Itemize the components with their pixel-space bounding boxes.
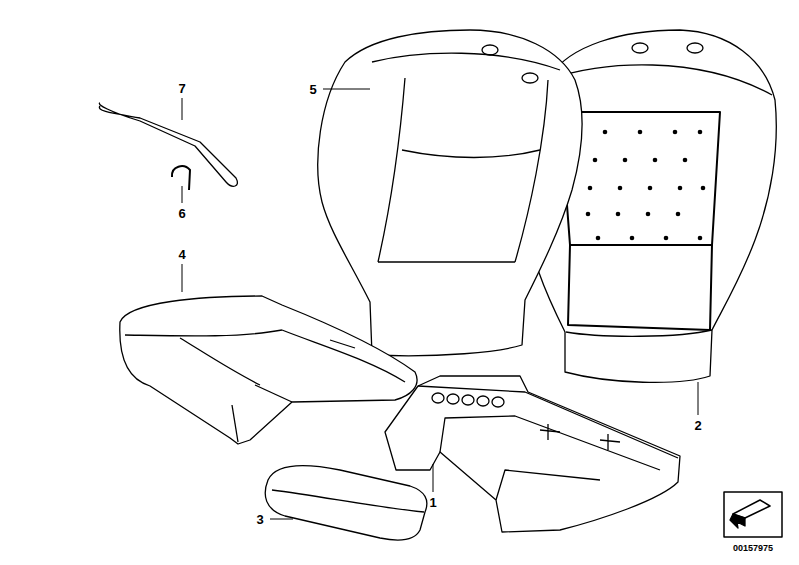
callout-number: 2	[693, 418, 702, 433]
diagram-id: 00157975	[732, 543, 774, 554]
catalog-icon	[724, 492, 782, 537]
callout-number: 4	[177, 247, 186, 262]
clip	[172, 166, 190, 190]
tension-wire	[99, 103, 237, 186]
callout-number: 5	[308, 82, 317, 97]
seat-cushion	[120, 296, 417, 444]
callout-number: 1	[428, 495, 437, 510]
seat-frame	[385, 376, 680, 532]
backrest-cover	[318, 30, 582, 356]
callout-number: 7	[177, 81, 186, 96]
callout-number: 3	[255, 512, 264, 527]
leader-lines	[182, 89, 698, 519]
callout-number: 6	[177, 206, 186, 221]
thigh-support	[265, 466, 427, 540]
